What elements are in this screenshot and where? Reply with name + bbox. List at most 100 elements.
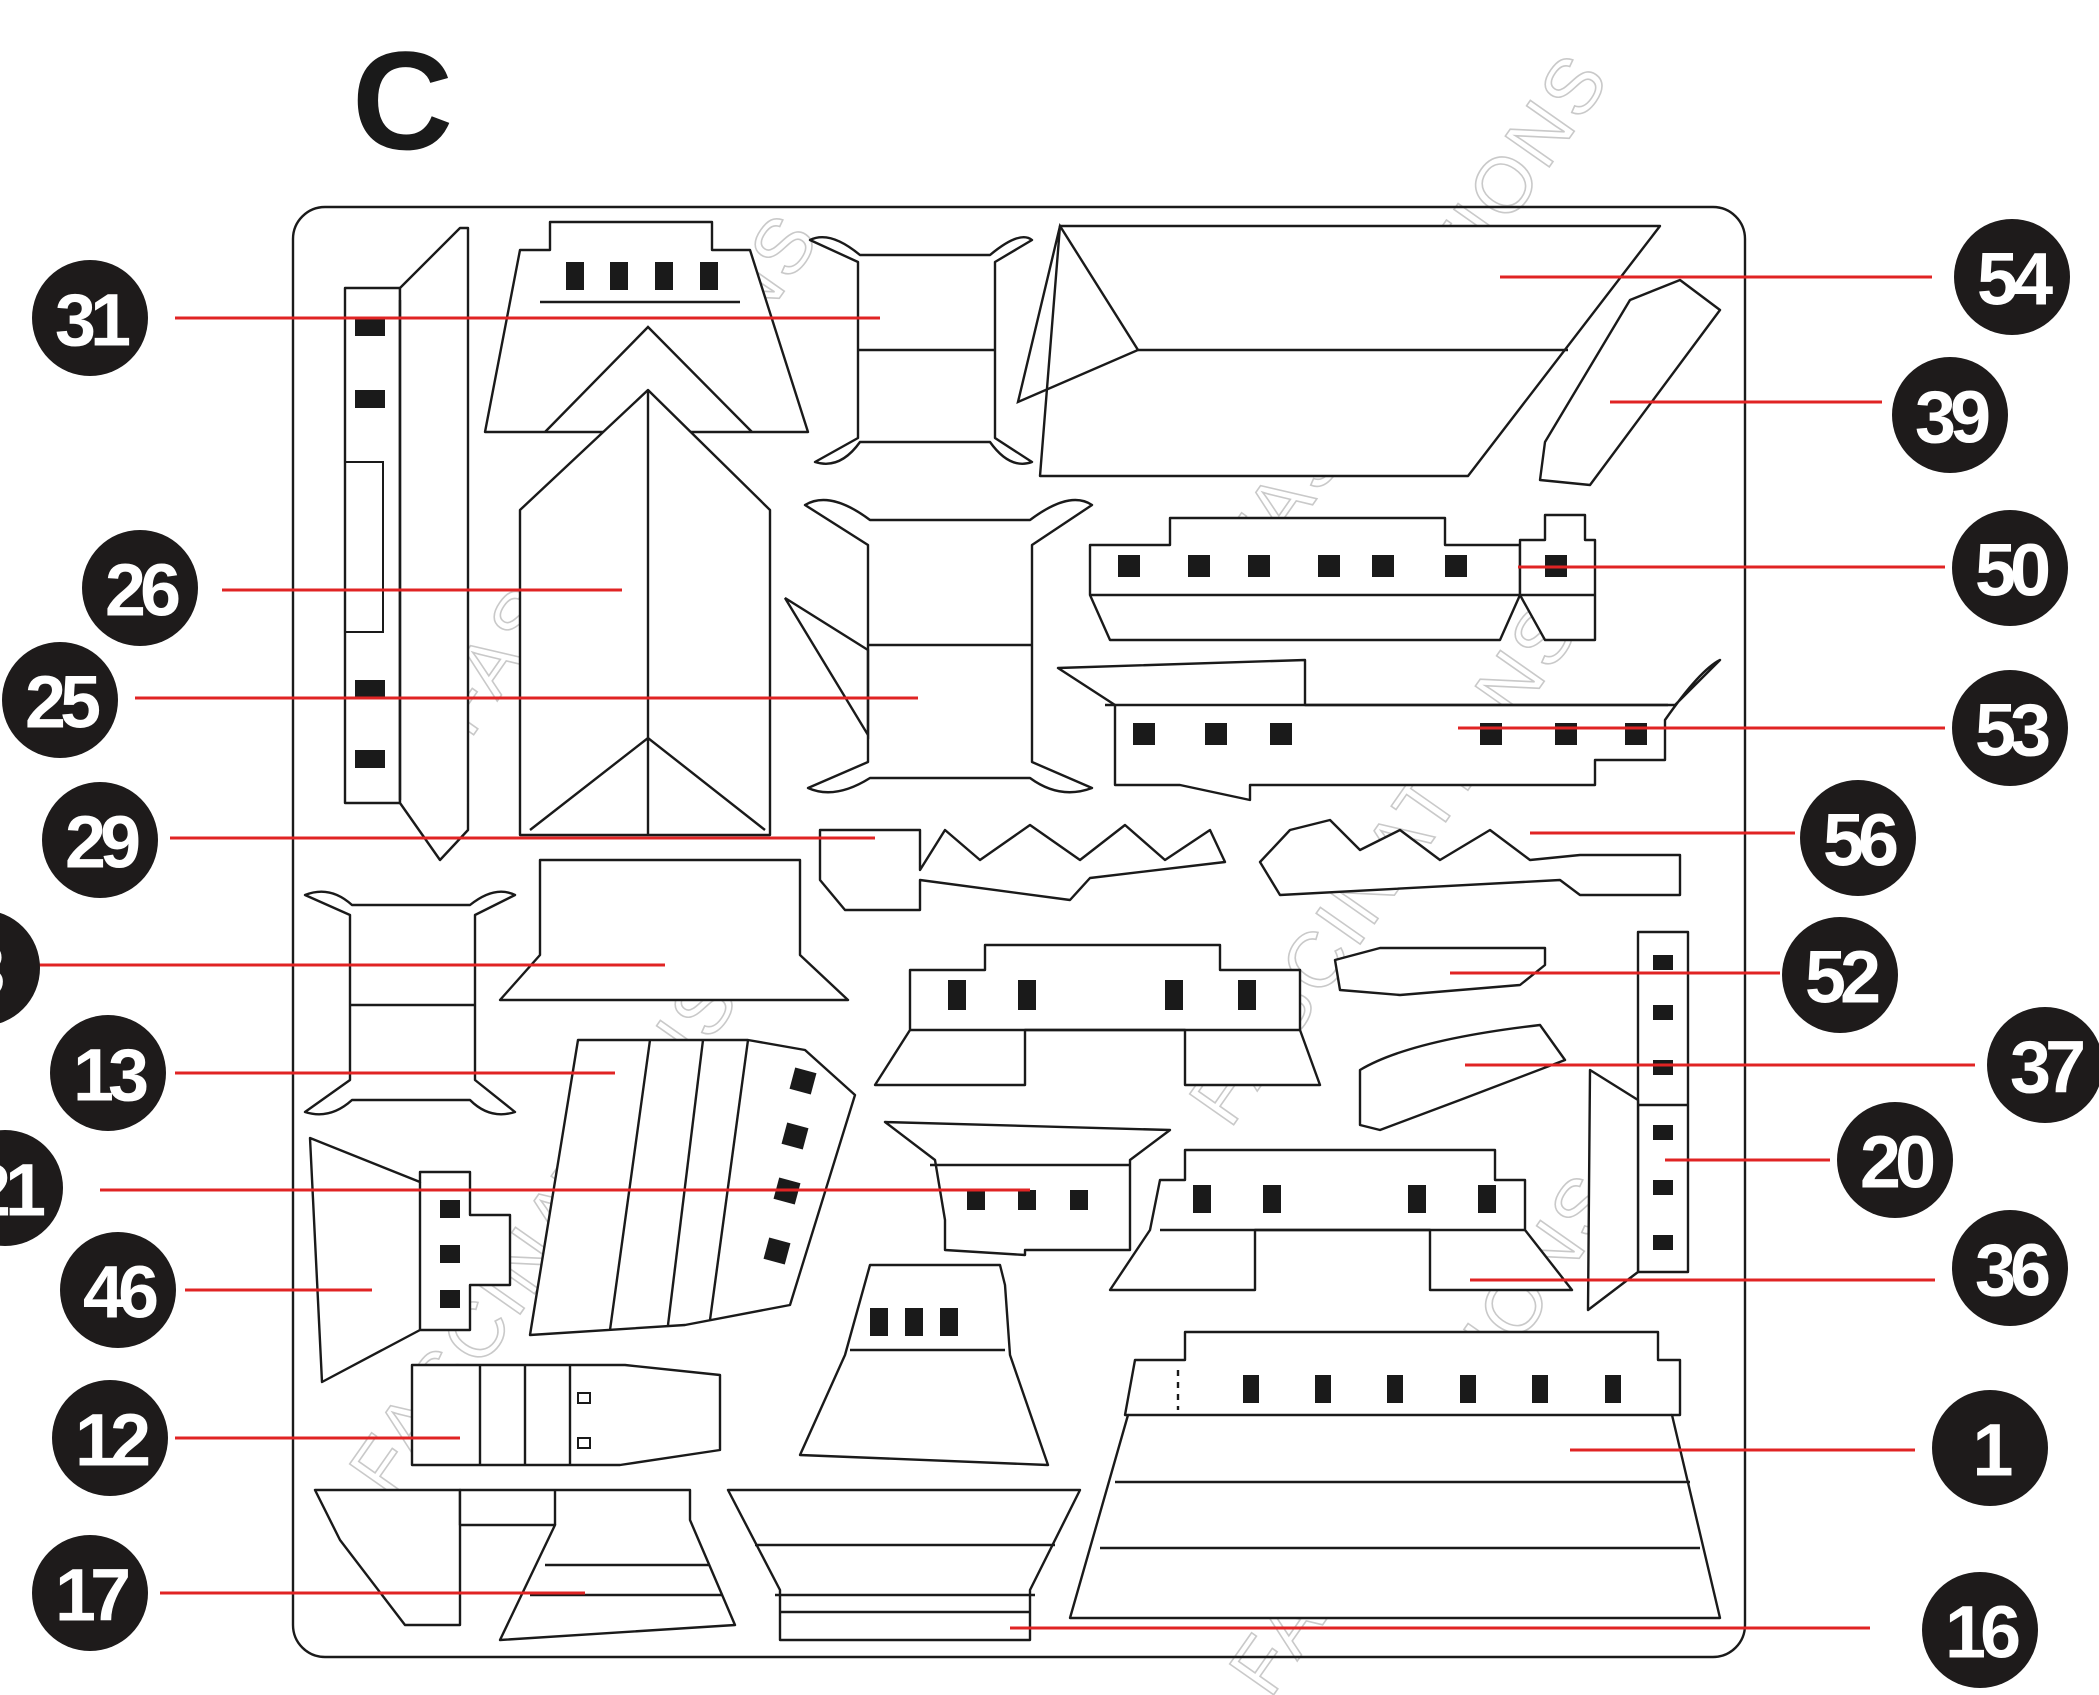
- part-number-label: 46: [83, 1251, 157, 1334]
- badge-circle: [2, 642, 118, 758]
- badge-circle: [1800, 780, 1916, 896]
- badge-circle: [1932, 1390, 2048, 1506]
- part-outline: [498, 858, 850, 1002]
- slot-mark: [1248, 555, 1270, 577]
- part-number-badge: 3: [0, 912, 40, 1024]
- part-outline: [528, 1038, 857, 1337]
- part-number-badge: 56: [1800, 780, 1916, 896]
- part-outline: [808, 235, 1034, 465]
- part-number-badge: 36: [1952, 1210, 2068, 1326]
- badge-circle: [32, 1535, 148, 1651]
- part-number-badge: 16: [1922, 1572, 2038, 1688]
- part-number-badge: 25: [2, 642, 118, 758]
- badge-circle: [60, 1232, 176, 1348]
- part-number-label: 37: [2010, 1026, 2083, 1109]
- part-number-badge: 12: [52, 1380, 168, 1496]
- part-number-badge: 39: [1892, 357, 2008, 473]
- badge-circle: [1837, 1102, 1953, 1218]
- slot-mark: [1555, 723, 1577, 745]
- part-outline: [303, 890, 517, 1116]
- slot-mark: [1318, 555, 1340, 577]
- part-number-label: 29: [65, 801, 139, 884]
- part-number-label: 39: [1915, 376, 1989, 459]
- part-outline: [1586, 930, 1690, 1312]
- part-number-label: 12: [75, 1399, 149, 1482]
- part-outline: [1108, 1148, 1574, 1292]
- part-number-badge: 29: [42, 782, 158, 898]
- part-outline: [1538, 278, 1722, 487]
- part-number-badge: 53: [1952, 670, 2068, 786]
- sheet-label: C: [352, 22, 454, 179]
- part-outline: [1088, 513, 1597, 642]
- part-number-badge: 52: [1782, 917, 1898, 1033]
- badge-circle: [50, 1015, 166, 1131]
- part-number-label: 31: [55, 279, 130, 362]
- part-outline: [313, 1488, 737, 1642]
- badge-circle: [1782, 917, 1898, 1033]
- part-outline: [1358, 1023, 1567, 1132]
- part-outline: [798, 1263, 1050, 1467]
- part-number-badge: 26: [82, 530, 198, 646]
- part-number-badge: 1: [1932, 1390, 2048, 1506]
- part-number-label: 1: [1972, 1409, 2012, 1492]
- slot-mark: [1372, 555, 1394, 577]
- slot-mark: [1445, 555, 1467, 577]
- slot-mark: [1480, 723, 1502, 745]
- badge-circle: [42, 782, 158, 898]
- badge-circle: [1922, 1572, 2038, 1688]
- part-number-label: 54: [1977, 238, 2053, 321]
- part-number-label: 21: [0, 1149, 45, 1232]
- part-number-badge: 37: [1987, 1007, 2099, 1123]
- badge-circle: [0, 1130, 63, 1246]
- slot-mark: [1625, 723, 1647, 745]
- part-outline: [483, 220, 810, 434]
- badge-circle: [82, 530, 198, 646]
- part-outline: [518, 388, 772, 837]
- slot-mark: [1270, 723, 1292, 745]
- part-number-label: 52: [1805, 936, 1879, 1019]
- part-number-badge: 46: [60, 1232, 176, 1348]
- badge-circle: [0, 912, 40, 1024]
- part-number-label: 36: [1975, 1229, 2049, 1312]
- part-number-label: 25: [25, 661, 100, 744]
- part-outline: [818, 818, 1682, 912]
- part-outline: [873, 943, 1322, 1087]
- part-outline: [1068, 1330, 1722, 1620]
- part-number-label: 50: [1975, 529, 2049, 612]
- part-number-label: 20: [1860, 1121, 1934, 1204]
- part-outline: [1016, 222, 1662, 478]
- part-number-badge: 20: [1837, 1102, 1953, 1218]
- badge-circle: [1952, 510, 2068, 626]
- badge-circle: [32, 260, 148, 376]
- badge-circle: [1892, 357, 2008, 473]
- badge-circle: [1987, 1007, 2099, 1123]
- part-number-badge: 54: [1954, 219, 2070, 335]
- part-number-label: 13: [73, 1034, 147, 1117]
- part-outline: [1333, 946, 1547, 997]
- badge-circle: [52, 1380, 168, 1496]
- part-number-badge: 50: [1952, 510, 2068, 626]
- part-number-badge: 13: [50, 1015, 166, 1131]
- slot-mark: [1188, 555, 1210, 577]
- part-number-label: 56: [1823, 799, 1897, 882]
- badge-circle: [1952, 1210, 2068, 1326]
- badge-circle: [1952, 670, 2068, 786]
- part-outline: [308, 1136, 512, 1384]
- callouts: 31 26 25 29 3 13 21 46 12 17 54 39 50 53 56 52 37 20 36 1 16: [0, 219, 2099, 1688]
- part-number-badge: 21: [0, 1130, 63, 1246]
- sheet-frame: [291, 205, 1747, 1659]
- part-outline: [343, 226, 470, 862]
- slot-mark: [1133, 723, 1155, 745]
- part-outline: [726, 1488, 1082, 1642]
- slot-mark: [1205, 723, 1227, 745]
- badge-circle: [1954, 219, 2070, 335]
- part-number-badge: 31: [32, 260, 148, 376]
- part-number-badge: 17: [32, 1535, 148, 1651]
- part-outline: [410, 1363, 722, 1467]
- part-number-label: 53: [1975, 689, 2049, 772]
- part-outline: [783, 498, 1094, 794]
- slot-mark: [1118, 555, 1140, 577]
- part-outline: [1056, 658, 1722, 802]
- part-number-label: 16: [1945, 1591, 2019, 1674]
